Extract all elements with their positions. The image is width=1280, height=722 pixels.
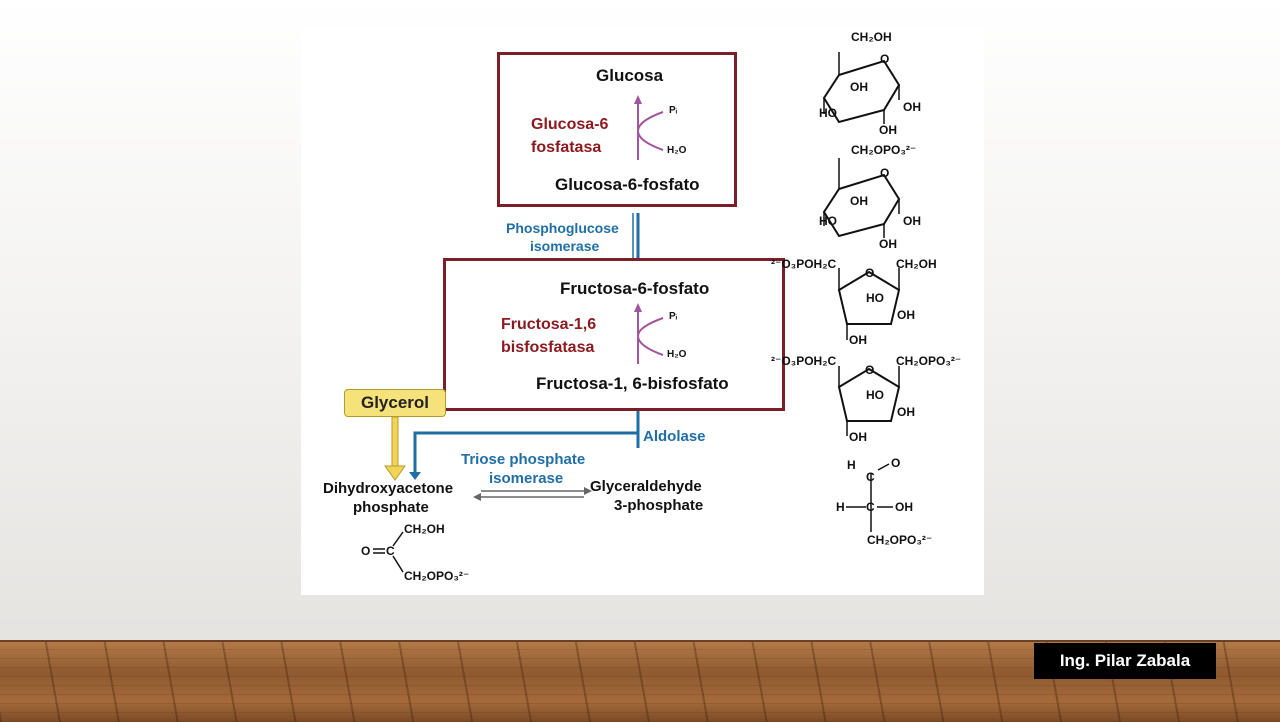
enzyme-label-2b: bisfosfatasa: [501, 339, 595, 356]
f16bp-o: O: [865, 363, 875, 377]
glc-oh-right: OH: [903, 100, 921, 114]
gluconeogenesis-figure: Glucosa Glucosa-6 fosfatasa Pᵢ H₂O Gluco…: [301, 28, 984, 595]
f6p-oh-bottom: OH: [849, 333, 867, 347]
enzyme-curve-2: [636, 317, 664, 356]
g6p-ch2opo3: CH₂OPO₃²⁻: [851, 143, 917, 157]
g6p-oh-bottom: OH: [879, 237, 897, 251]
arrowhead-dhap: [409, 472, 421, 480]
g3p-h-top: H: [847, 458, 856, 472]
glc-ho: HO: [819, 106, 837, 120]
dhap-ch2opo3: CH₂OPO₃²⁻: [404, 569, 470, 583]
figure-lines: [373, 52, 901, 573]
f16bp-oh-right: OH: [897, 405, 915, 419]
f6p-left-phos: ²⁻O₃POH₂C: [771, 257, 837, 271]
enzyme-arrowhead-1: [634, 95, 642, 104]
arrow-to-dhap: [413, 431, 638, 474]
water-label-1: H₂O: [667, 145, 687, 156]
enzyme-arrowhead-2: [634, 303, 642, 312]
f16bp-ch2opo3: CH₂OPO₃²⁻: [896, 354, 962, 368]
author-label: Ing. Pilar Zabala: [1034, 643, 1216, 679]
g3p-o: O: [891, 456, 901, 470]
glc-ch2oh: CH₂OH: [851, 30, 892, 44]
g6p-o: O: [880, 166, 890, 180]
dhap-o: O: [361, 544, 371, 558]
enzyme-label-1a: Glucosa-6: [531, 116, 609, 133]
f16bp-left-phos: ²⁻O₃POH₂C: [771, 354, 837, 368]
g6p-ho: HO: [819, 214, 837, 228]
f16bp-ring: [837, 367, 901, 422]
enzyme-label-1b: fosfatasa: [531, 139, 602, 156]
phosphoglucose-line2: isomerase: [530, 238, 600, 254]
glycerol-arrowhead: [384, 465, 406, 481]
f6p-oh-right: OH: [897, 308, 915, 322]
enzyme-label-2a: Fructosa-1,6: [501, 316, 597, 333]
phosphoglucose-line1: Phosphoglucose: [506, 220, 619, 236]
triose-arrowhead-forward: [584, 487, 592, 495]
dhap-c: C: [386, 544, 395, 558]
glycerol-arrow-shaft: [391, 416, 399, 468]
f6p-ho: HO: [866, 291, 884, 305]
glc-oh-bottom: OH: [879, 123, 897, 137]
enzyme-curve-1: [636, 111, 664, 151]
glc-oh-ring: OH: [850, 80, 868, 94]
dhap-line2: phosphate: [353, 499, 429, 516]
g6p-oh-right: OH: [903, 214, 921, 228]
fructose-bisphosphatase-box: [443, 258, 785, 411]
g3p-c-top: C: [866, 470, 875, 484]
f6p-label: Fructosa-6-fosfato: [560, 279, 710, 298]
triose-line2: isomerase: [489, 470, 564, 487]
glucose-phosphatase-box: [497, 52, 737, 207]
g3p-line2: 3-phosphate: [614, 497, 704, 514]
g3p-oh: OH: [895, 500, 913, 514]
g6p-label: Glucosa-6-fosfato: [555, 175, 700, 194]
dhap-ch2oh: CH₂OH: [404, 522, 445, 536]
f6p-ring: [837, 270, 901, 325]
glucosa-label: Glucosa: [596, 66, 664, 85]
f6p-o: O: [865, 266, 875, 280]
g3p-h-mid: H: [836, 500, 845, 514]
g3p-ch2opo3: CH₂OPO₃²⁻: [867, 533, 933, 547]
f16bp-label: Fructosa-1, 6-bisfosfato: [536, 374, 729, 393]
f6p-ch2oh: CH₂OH: [896, 257, 937, 271]
pi-label-1: Pᵢ: [669, 105, 678, 116]
f16bp-ho: HO: [866, 388, 884, 402]
pi-label-2: Pᵢ: [669, 311, 678, 322]
dhap-line1: Dihydroxyacetone: [323, 480, 454, 497]
triose-line1: Triose phosphate: [461, 451, 586, 468]
g3p-c-mid: C: [866, 500, 875, 514]
f16bp-oh-bottom: OH: [849, 430, 867, 444]
triose-arrowhead-back: [473, 493, 481, 501]
water-label-2: H₂O: [667, 349, 687, 360]
g6p-oh-ring: OH: [850, 194, 868, 208]
glc-o: O: [880, 52, 890, 66]
glycerol-badge: Glycerol: [344, 389, 446, 417]
g3p-line1: Glyceraldehyde: [590, 478, 702, 495]
aldolase-label: Aldolase: [643, 428, 706, 445]
